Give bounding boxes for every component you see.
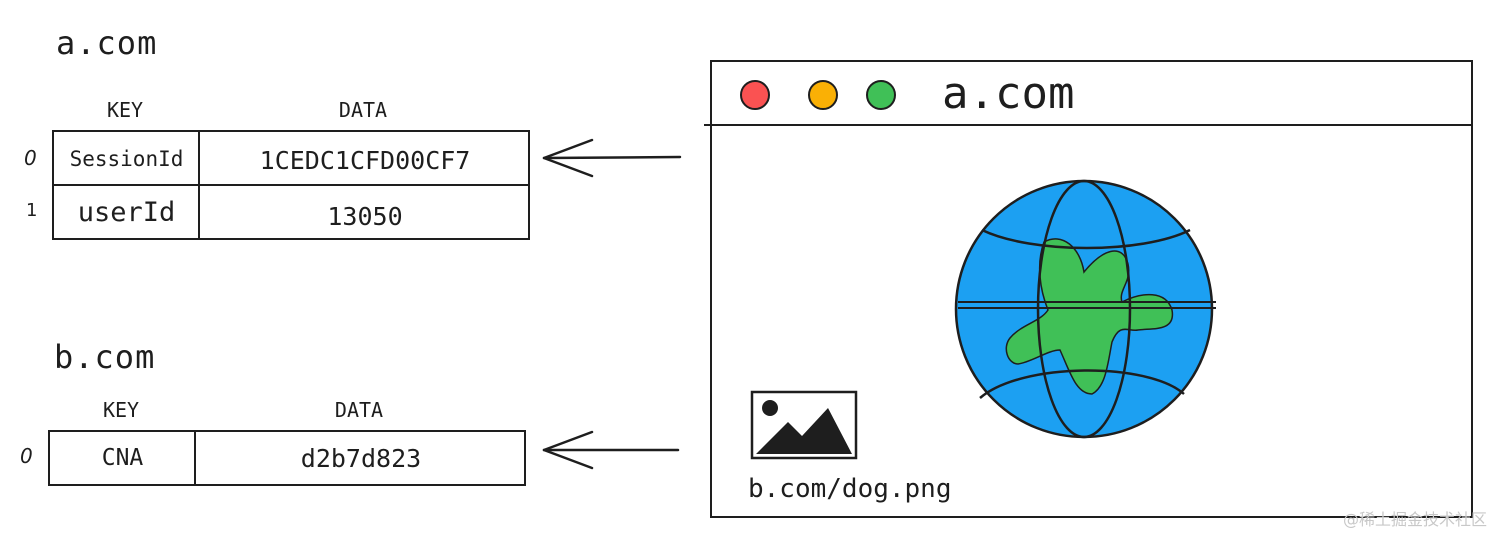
- site-b-row-index: 0: [20, 444, 33, 468]
- table-cell-key: CNA: [101, 445, 144, 471]
- table-cell-key: userId: [77, 196, 176, 228]
- arrow-to-b-table: [542, 430, 680, 470]
- image-icon: [750, 390, 858, 460]
- site-b-data-header: DATA: [334, 398, 384, 422]
- site-a-row-index: 0: [24, 146, 37, 170]
- watermark: @稀土掘金技术社区: [1342, 510, 1487, 529]
- image-caption: b.com/dog.png: [748, 474, 952, 504]
- row-divider: [54, 184, 528, 186]
- minimize-button[interactable]: [808, 80, 838, 110]
- table-cell-data: 1CEDC1CFD00CF7: [259, 146, 471, 175]
- site-a-data-header: DATA: [338, 98, 388, 122]
- table-cell-data: 13050: [327, 201, 403, 231]
- arrow-to-a-table: [542, 138, 682, 178]
- browser-address: a.com: [942, 68, 1075, 119]
- site-b-title: b.com: [54, 338, 156, 376]
- site-a-row-index: 1: [26, 200, 38, 221]
- maximize-button[interactable]: [866, 80, 896, 110]
- site-a-cookie-table: SessionId 1CEDC1CFD00CF7 userId 13050: [52, 130, 530, 240]
- title-bar-divider: [704, 124, 1471, 126]
- table-cell-key: SessionId: [69, 146, 184, 171]
- site-b-cookie-table: CNA d2b7d823: [48, 430, 526, 486]
- site-a-title: a.com: [56, 24, 158, 62]
- browser-window: a.com b.com/dog.png: [704, 60, 1473, 518]
- column-divider: [194, 432, 196, 484]
- globe-icon: [954, 179, 1216, 439]
- site-b-key-header: KEY: [102, 398, 140, 422]
- table-cell-data: d2b7d823: [300, 443, 422, 473]
- close-button[interactable]: [740, 80, 770, 110]
- site-a-key-header: KEY: [106, 98, 144, 122]
